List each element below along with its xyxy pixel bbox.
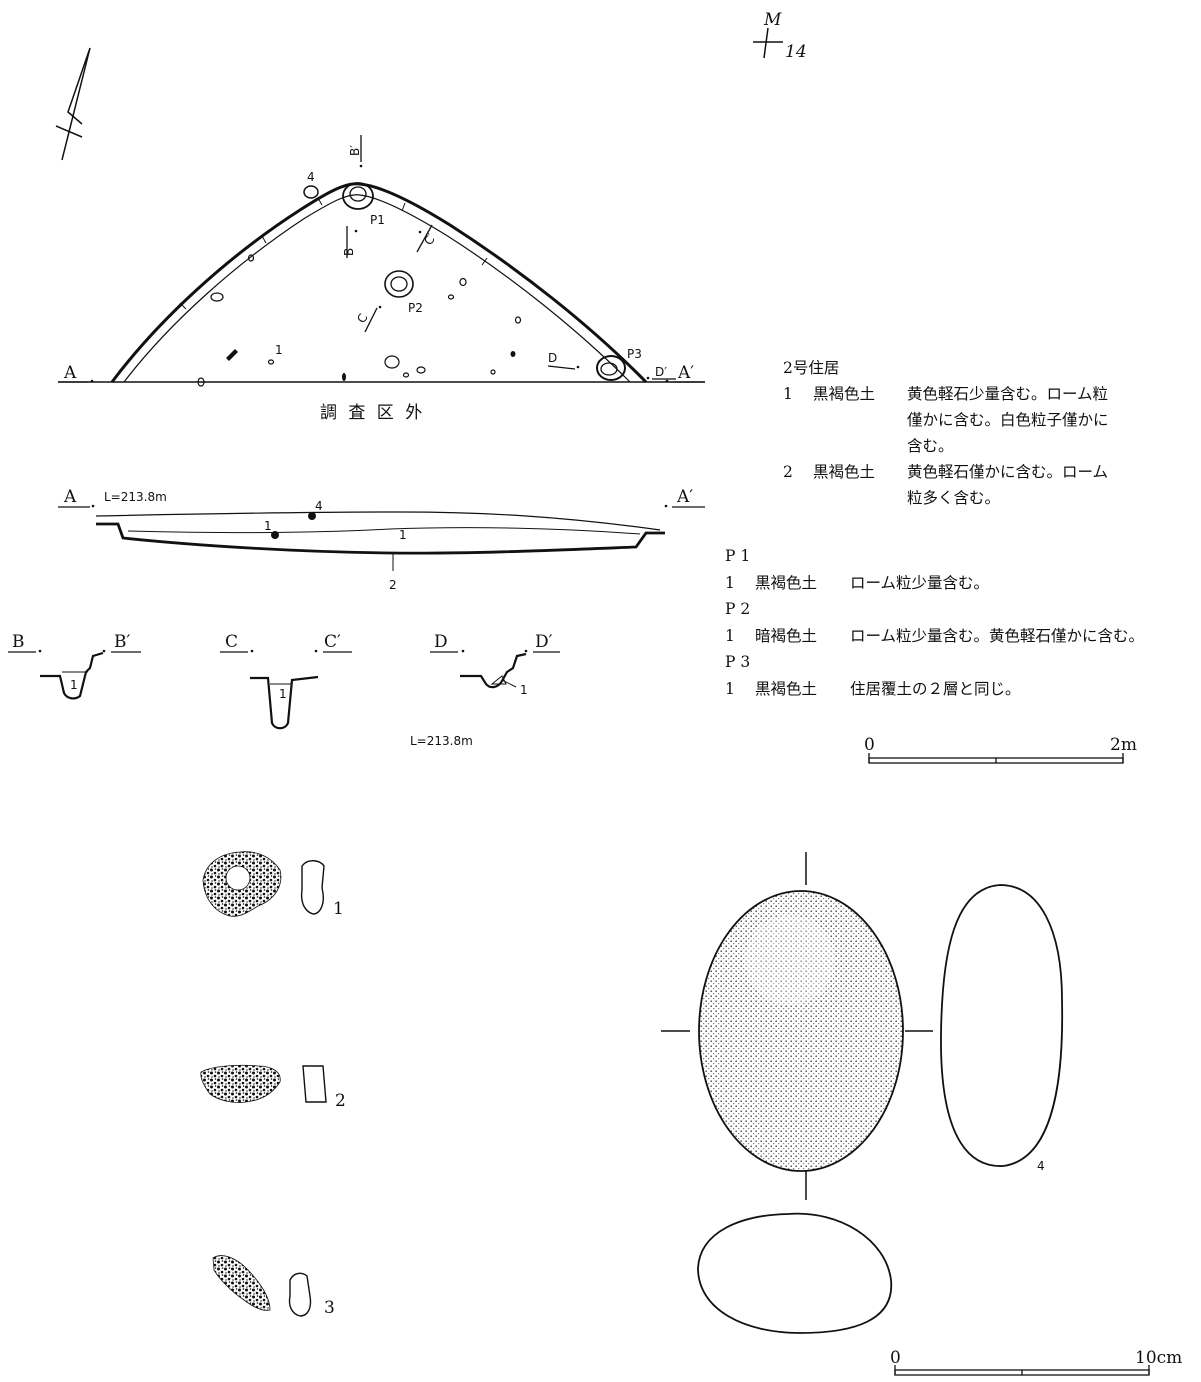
plan-label-b-prime: B′ <box>348 145 362 156</box>
artifact-4-label: 4 <box>307 170 315 184</box>
pit-label-p2: P2 <box>408 301 423 315</box>
legend-pit-2-desc: ローム粒少量含む。黄色軽石僅かに含む。 <box>850 626 1145 645</box>
artifact-2-number: 2 <box>335 1091 346 1111</box>
pit-section-c-layer: 1 <box>279 687 287 701</box>
legend-pit-2-title: P 2 <box>725 600 751 618</box>
legend-row-2-soil: 黒褐色土 <box>813 463 876 481</box>
legend-pit-2-row: 1 暗褐色土 ローム粒少量含む。黄色軽石僅かに含む。 <box>725 623 1144 650</box>
legend-row-2-num: 2 <box>783 463 793 481</box>
plan-label-c: C <box>354 311 370 325</box>
section-a-a: A A′ L=213.8m 1 2 1 4 <box>58 487 705 592</box>
legend-row-1-desc-3: 含む。 <box>907 437 954 455</box>
scale-artifacts-end: 10cm <box>1135 1348 1182 1368</box>
pit-section-d-layer: 1 <box>520 683 528 697</box>
pit-section-d-right: D′ <box>535 632 553 652</box>
grid-marker: M 14 <box>753 10 807 62</box>
plan-label-a-prime: A′ <box>677 363 694 383</box>
section-layer-2: 2 <box>389 578 397 592</box>
grid-marker-letter: M <box>763 10 782 30</box>
section-artifact-1-label: 1 <box>264 519 272 533</box>
pit-section-d: D D′ 1 <box>430 632 560 697</box>
legend-house: 2号住居 1 黒褐色土 黄色軽石少量含む。ローム粒 僅かに含む。白色粒子僅かに 含む… <box>783 355 1109 511</box>
legend-pit-1-row: 1 黒褐色土 ローム粒少量含む。 <box>725 570 1144 597</box>
layer-boundary <box>127 527 641 535</box>
section-layer-1: 1 <box>399 528 407 542</box>
layer-1-surface <box>95 511 661 531</box>
artifact-4-section-position <box>308 512 316 520</box>
scale-artifacts-start: 0 <box>890 1348 901 1368</box>
north-arrow-icon <box>55 47 91 161</box>
section-artifact-4-label: 4 <box>315 499 323 513</box>
legend-pit-3-soil: 黒褐色土 <box>755 679 818 698</box>
scale-features-end: 2m <box>1110 735 1137 755</box>
pit-label-p1: P1 <box>370 213 385 227</box>
pit-section-c-left: C <box>225 632 238 652</box>
legend-house-row-2: 2 黒褐色土 黄色軽石僅かに含む。ローム <box>783 459 1109 485</box>
stone-side-view <box>940 884 1064 1167</box>
artifact-1-label: 1 <box>275 343 283 357</box>
artifact-1-position <box>226 349 238 361</box>
legend-pit-2-num: 1 <box>725 626 735 645</box>
plan-label-b: B <box>342 248 356 256</box>
house-plan: P1 P2 P3 4 1 <box>58 135 705 423</box>
legend-row-1-desc-1: 黄色軽石少量含む。ローム粒 <box>907 385 1109 403</box>
plan-label-c-prime: C′ <box>421 231 439 248</box>
pit-p1 <box>342 182 374 210</box>
stone-face-view <box>698 890 904 1172</box>
pit-p2 <box>384 270 414 298</box>
plan-label-d-prime: D′ <box>655 365 667 379</box>
artifact-3-number: 3 <box>324 1298 335 1318</box>
legend-row-1-desc-2: 僅かに含む。白色粒子僅かに <box>907 411 1109 429</box>
floor-stones <box>197 254 522 387</box>
artifact-1-section-position <box>271 531 279 539</box>
artifact-1-number: 1 <box>333 899 344 919</box>
plan-label-d: D <box>548 351 557 365</box>
legend-pit-2-soil: 暗褐色土 <box>755 626 818 645</box>
pit-section-b-layer: 1 <box>70 678 78 692</box>
legend-pit-1-desc: ローム粒少量含む。 <box>850 573 990 592</box>
scale-bar-artifacts: 0 10cm <box>890 1348 1182 1376</box>
scale-bar-features: 0 2m <box>864 735 1137 764</box>
pit-label-p3: P3 <box>627 347 642 361</box>
legend-pit-3-row: 1 黒褐色土 住居覆土の２層と同じ。 <box>725 676 1144 703</box>
legend-pit-3-desc: 住居覆土の２層と同じ。 <box>850 679 1021 698</box>
legend-pit-1-title: P 1 <box>725 547 751 565</box>
legend-row-2-desc-1: 黄色軽石僅かに含む。ローム <box>907 463 1109 481</box>
artifact-4-number: 4 <box>1037 1159 1045 1173</box>
pit-section-elevation: L=213.8m <box>410 734 473 748</box>
artifact-4: 4 <box>661 852 1064 1334</box>
scale-features-start: 0 <box>864 735 875 755</box>
plan-label-a: A <box>63 363 77 383</box>
legend-row-2-desc-2: 粒多く含む。 <box>907 489 1001 507</box>
artifact-1: 1 <box>202 851 344 919</box>
legend-pit-1-soil: 黒褐色土 <box>755 573 818 592</box>
legend-row-1-soil: 黒褐色土 <box>813 385 876 403</box>
artifact-4-position <box>303 185 319 199</box>
legend-pit-1-num: 1 <box>725 573 735 592</box>
artifact-2: 2 <box>200 1064 346 1111</box>
legend-pit-3-num: 1 <box>725 679 735 698</box>
pit-section-b-right: B′ <box>114 632 130 652</box>
section-label-a-prime: A′ <box>676 487 693 507</box>
section-elevation-label: L=213.8m <box>104 490 167 504</box>
pit-section-c: C C′ 1 <box>220 632 352 730</box>
legend-house-title: 2号住居 <box>783 359 840 377</box>
legend-pit-3-title: P 3 <box>725 653 751 671</box>
legend-pits: P 1 1 黒褐色土 ローム粒少量含む。 P 2 1 暗褐色土 ローム粒少量含む。黄色軽… <box>725 543 1144 702</box>
stone-bottom-view <box>697 1212 893 1334</box>
legend-house-row-1: 1 黒褐色土 黄色軽石少量含む。ローム粒 <box>783 381 1109 407</box>
pit-section-d-left: D <box>434 632 448 652</box>
section-label-a: A <box>63 487 77 507</box>
pit-section-c-right: C′ <box>324 632 341 652</box>
artifact-3: 3 <box>212 1255 335 1318</box>
pit-section-b: B B′ 1 <box>8 632 141 700</box>
outside-survey-area-label: 調 査 区 外 <box>320 403 425 423</box>
house-floor-outline <box>123 194 631 383</box>
pit-section-b-left: B <box>12 632 25 652</box>
legend-row-1-num: 1 <box>783 385 793 403</box>
pit-p3 <box>596 355 626 381</box>
house-floor-section <box>96 522 665 555</box>
grid-marker-number: 14 <box>785 42 807 62</box>
